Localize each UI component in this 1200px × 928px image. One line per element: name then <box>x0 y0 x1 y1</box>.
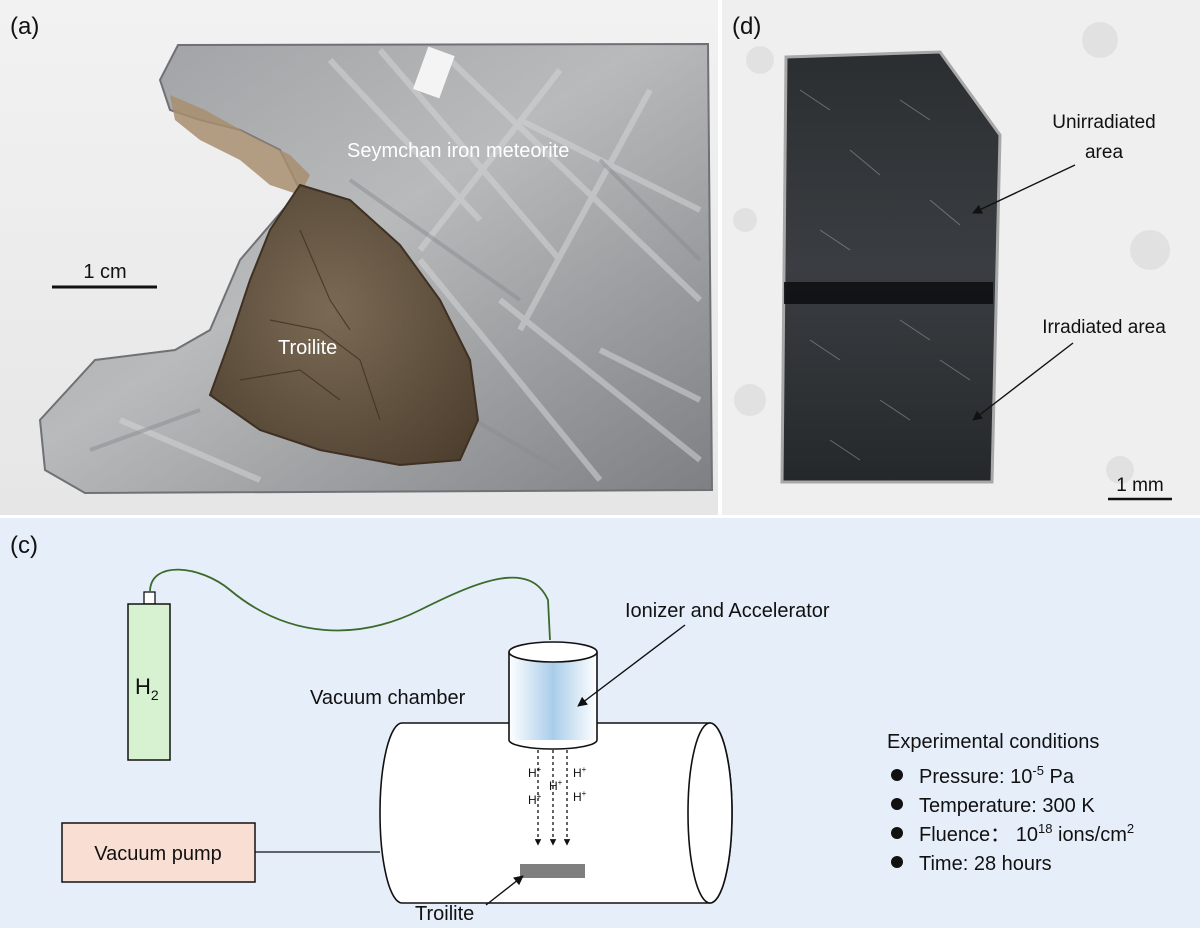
ionizer-label: Ionizer and Accelerator <box>625 600 830 622</box>
ion-beam-arrows <box>534 750 571 846</box>
troilite-photo-label: Troilite <box>278 337 337 359</box>
h-plus-ions: H+ H+ H+ H+ H+ <box>528 765 587 807</box>
troilite-nodule <box>208 183 480 467</box>
unirradiated-label-line1: Unirradiated <box>1052 112 1156 133</box>
troilite-cracks <box>239 229 381 421</box>
ionizer-body <box>509 652 597 740</box>
bullet-icon <box>891 769 903 781</box>
irradiated-arrow <box>972 342 1074 421</box>
condition-temperature: Temperature: 300 K <box>919 795 1095 817</box>
experimental-conditions: Experimental conditions Pressure: 10-5 P… <box>887 731 1134 875</box>
scale-bar-1mm-label: 1 mm <box>1116 475 1164 496</box>
panel-d: (d) Unirradiated area Irradiated area 1 … <box>722 0 1200 515</box>
svg-text:H+: H+ <box>528 792 542 807</box>
irradiated-label: Irradiated area <box>1042 317 1166 338</box>
ionizer-arrow <box>577 624 686 707</box>
vacuum-chamber-end <box>687 722 733 904</box>
h2-gas-cylinder <box>127 603 171 761</box>
bullet-icon <box>891 856 903 868</box>
unirradiated-label-line2: area <box>1085 142 1123 163</box>
scale-bar-1cm-label: 1 cm <box>83 261 126 283</box>
svg-text:H+: H+ <box>573 789 587 804</box>
vacuum-pump-label: Vacuum pump <box>94 843 221 865</box>
condition-time: Time: 28 hours <box>919 853 1052 875</box>
cylinder-valve <box>143 591 156 605</box>
ionizer-top <box>508 641 598 663</box>
svg-text:H+: H+ <box>528 765 542 780</box>
troilite-target-label: Troilite <box>415 903 474 925</box>
gas-line <box>149 568 551 641</box>
unirradiated-arrow <box>972 164 1076 214</box>
irradiation-boundary <box>784 282 993 304</box>
condition-pressure: Pressure: 10-5 Pa <box>919 763 1075 788</box>
troilite-target <box>520 864 585 878</box>
sample-surface-scratches <box>799 89 971 461</box>
bullet-icon <box>891 827 903 839</box>
panel-a: (a) 1 cm Seymchan iron meteorite Troilit… <box>0 0 718 515</box>
troilite-sample-photo <box>780 50 1002 484</box>
weathered-edge <box>170 95 310 195</box>
bright-facet <box>412 46 455 99</box>
svg-text:H+: H+ <box>573 765 587 780</box>
panel-c-label: (c) <box>10 532 38 559</box>
panel-c: (c) H2 H+ H+ H+ H+ H+ <box>0 518 1200 928</box>
conditions-title: Experimental conditions <box>887 731 1099 753</box>
condition-fluence: Fluence： 1018 ions/cm2 <box>919 821 1134 846</box>
troilite-target-arrow <box>485 875 524 906</box>
svg-text:H+: H+ <box>549 778 563 793</box>
bullet-icon <box>891 798 903 810</box>
vacuum-pump <box>61 822 256 883</box>
meteorite-label: Seymchan iron meteorite <box>347 140 569 162</box>
panel-a-label: (a) <box>10 13 39 40</box>
h2-label: H2 <box>135 674 159 703</box>
panel-d-label: (d) <box>732 13 761 40</box>
vacuum-chamber-label: Vacuum chamber <box>310 687 466 709</box>
